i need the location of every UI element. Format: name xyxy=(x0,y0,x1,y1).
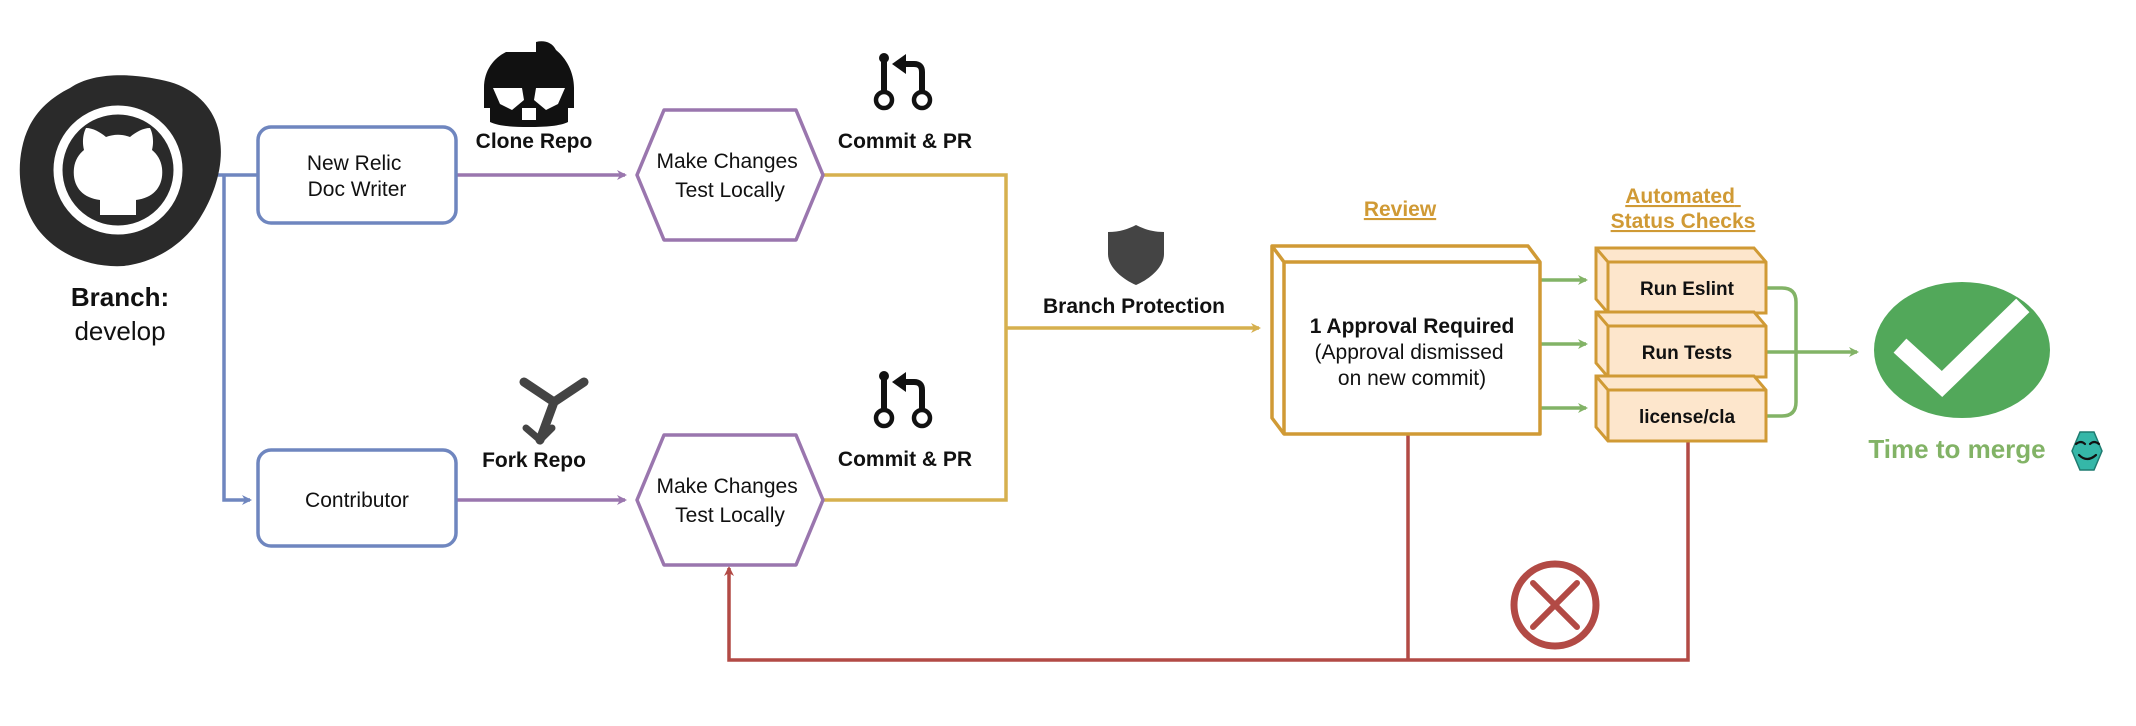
branch-label: Branch: xyxy=(71,282,169,312)
commit-action-top: Commit & PR xyxy=(838,53,972,153)
fork-icon xyxy=(519,377,589,445)
make-changes-top: Make Changes Test Locally xyxy=(635,108,825,242)
branch-protection-label: Branch Protection xyxy=(1043,295,1225,318)
github-icon xyxy=(19,75,221,267)
connector-github-to-contributor xyxy=(222,175,252,505)
check-license-cla-label: license/cla xyxy=(1639,407,1736,428)
review-note-line-1: (Approval dismissed xyxy=(1315,341,1504,364)
pull-request-icon xyxy=(873,371,933,429)
make-changes-bottom: Make Changes Test Locally xyxy=(635,433,825,567)
make-changes-top-line-1: Make Changes xyxy=(656,150,797,173)
commit-label-top: Commit & PR xyxy=(838,130,972,153)
branch-protection: Branch Protection xyxy=(1043,225,1225,318)
shield-icon xyxy=(1108,225,1164,285)
clone-action: Clone Repo xyxy=(476,41,593,153)
actor-writer-line-1: New Relic xyxy=(307,152,402,175)
review-note-line-2: on new commit) xyxy=(1338,367,1486,390)
fork-action: Fork Repo xyxy=(482,377,589,472)
merge: Time to merge xyxy=(1868,282,2103,471)
actor-writer-line-2: Doc Writer xyxy=(308,178,407,201)
clone-trooper-helmet-icon xyxy=(484,41,574,127)
review-title: 1 Approval Required xyxy=(1310,315,1515,338)
commit-action-bottom: Commit & PR xyxy=(838,371,972,471)
check-run-eslint-label: Run Eslint xyxy=(1640,279,1735,300)
merge-label: Time to merge xyxy=(1868,434,2045,464)
github-source: Branch: develop xyxy=(19,75,221,346)
actor-writer: New Relic Doc Writer xyxy=(256,125,458,225)
connector-checks-to-merge xyxy=(1766,286,1857,418)
branch-name: develop xyxy=(74,316,165,346)
connectors xyxy=(212,170,1857,662)
actor-contributor: Contributor xyxy=(256,448,458,548)
review-heading: Review xyxy=(1364,198,1437,221)
status-checks-heading-line-2: Status Checks xyxy=(1611,210,1756,233)
pull-request-icon xyxy=(873,53,933,111)
smiling-hexagon-icon xyxy=(2071,431,2103,471)
svg-text:Automated Status Checks: Automated Status Checks xyxy=(1611,185,1756,233)
clone-label: Clone Repo xyxy=(476,130,593,153)
check-run-tests: Run Tests xyxy=(1594,310,1768,379)
make-changes-bottom-line-1: Make Changes xyxy=(656,475,797,498)
status-checks: Automated Status Checks Run Eslint Run T… xyxy=(1594,185,1768,443)
review: Review 1 Approval Required (Approval dis… xyxy=(1270,198,1542,436)
svg-text:Make Changes Test Locall: Make Changes Test Locally xyxy=(656,475,803,527)
check-run-tests-label: Run Tests xyxy=(1642,343,1732,364)
make-changes-bottom-line-2: Test Locally xyxy=(675,504,785,527)
actor-contributor-label: Contributor xyxy=(305,489,409,512)
fork-label: Fork Repo xyxy=(482,449,586,472)
commit-label-bottom: Commit & PR xyxy=(838,448,972,471)
svg-text:(Approval dismissed on n: (Approval dismissed on new commit) xyxy=(1315,341,1510,390)
connector-changes-top-to-protection xyxy=(823,173,1008,502)
svg-text:Make Changes Test Locall: Make Changes Test Locally xyxy=(656,150,803,202)
x-circle-icon xyxy=(1510,560,1600,650)
make-changes-top-line-2: Test Locally xyxy=(675,179,785,202)
svg-text:New Relic Doc Writer: New Relic Doc Writer xyxy=(307,152,407,201)
connector-failure-loop xyxy=(729,434,1690,662)
status-checks-heading-line-1: Automated xyxy=(1625,185,1735,208)
check-license-cla: license/cla xyxy=(1594,374,1768,443)
checkmark-icon xyxy=(1874,282,2050,418)
check-run-eslint: Run Eslint xyxy=(1594,246,1768,315)
